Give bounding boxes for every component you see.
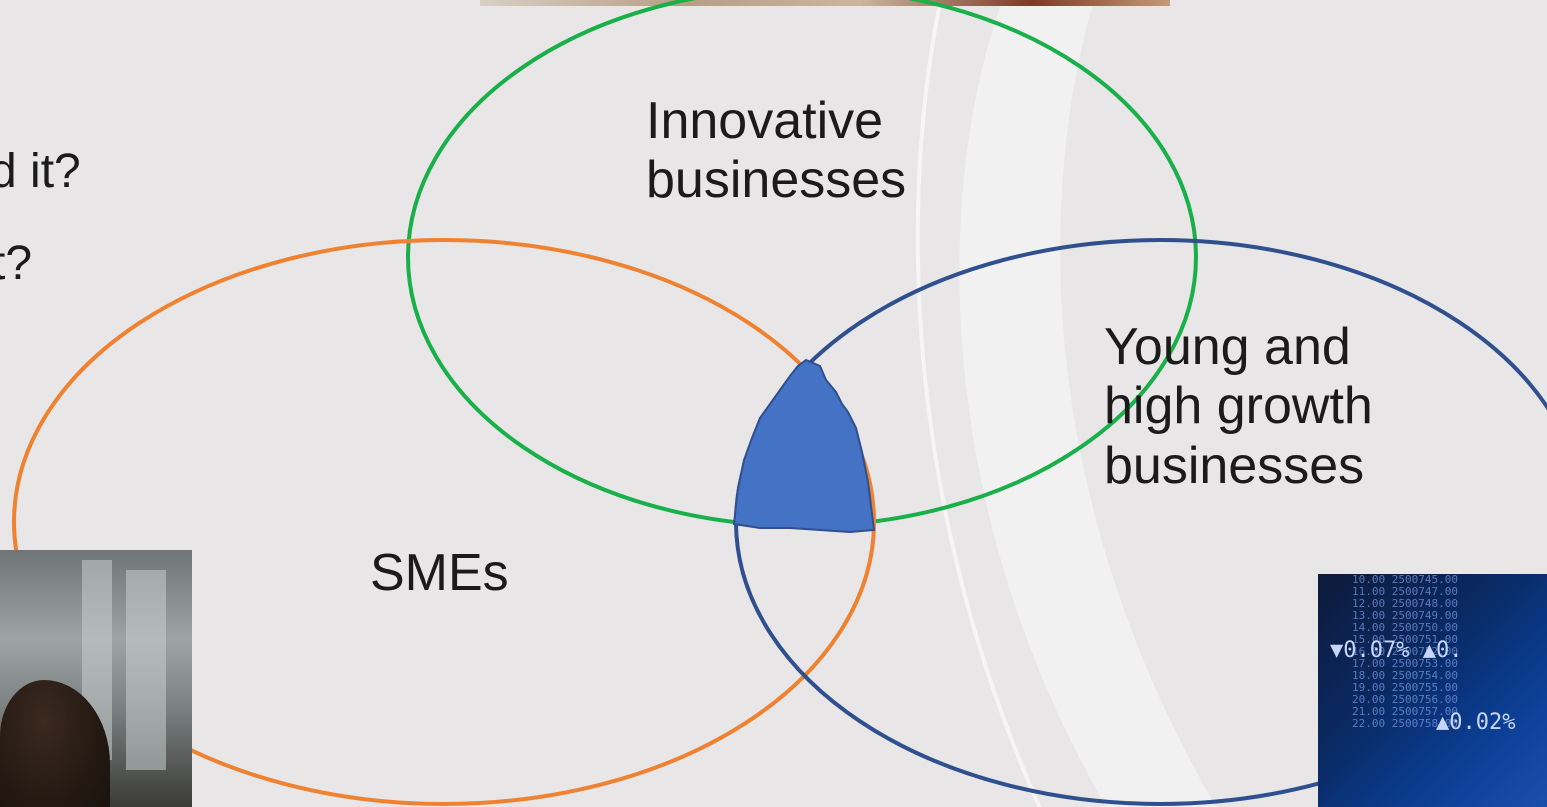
venn-label-young-line-2: high growth — [1104, 377, 1373, 436]
top-photo-strip — [480, 0, 1170, 6]
photo-percent-text-1: ▼0.07% ▲0. — [1330, 638, 1463, 663]
venn-label-young: Young and high growth businesses — [1104, 318, 1373, 496]
partial-text-line-1: d it? — [0, 145, 81, 198]
financial-data-photo: 10.00 2500745.00 11.00 2500747.00 12.00 … — [1318, 574, 1547, 807]
photo-ticker-text: 10.00 2500745.00 11.00 2500747.00 12.00 … — [1352, 574, 1458, 730]
office-worker-photo — [0, 550, 192, 807]
venn-label-young-line-1: Young and — [1104, 318, 1351, 376]
venn-label-smes-line-1: SMEs — [370, 544, 509, 602]
photo-window-pane — [126, 570, 166, 770]
venn-label-innovative-line-1: Innovative — [646, 92, 884, 150]
photo-percent-text-2: ▲0.02% — [1436, 710, 1516, 735]
partial-text-line-2: t? — [0, 237, 33, 290]
venn-label-innovative: Innovative businesses — [646, 92, 906, 211]
venn-label-young-line-3: businesses — [1104, 436, 1365, 495]
venn-label-smes: SMEs — [370, 544, 509, 603]
venn-label-innovative-line-2: businesses — [646, 151, 907, 210]
venn-intersection-shape — [732, 358, 876, 534]
